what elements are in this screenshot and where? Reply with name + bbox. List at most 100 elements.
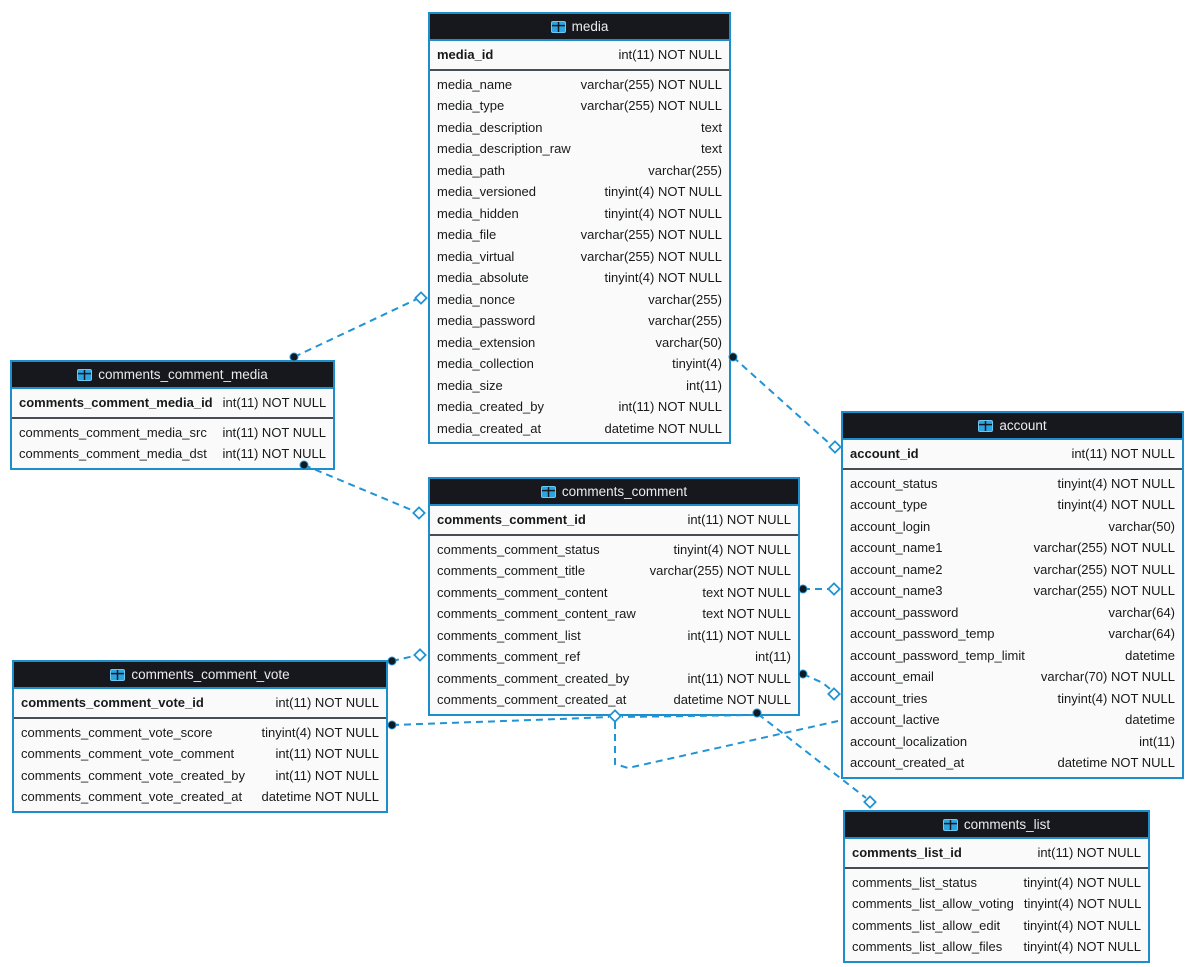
field-row: account_email varchar(70) NOT NULL — [843, 666, 1182, 688]
field-name: media_description — [437, 119, 543, 135]
field-type: tinyint(4) NOT NULL — [1023, 939, 1141, 954]
field-name: comments_comment_vote_id — [21, 695, 204, 710]
entity-table-comments_list[interactable]: comments_list comments_list_id int(11) NOT… — [843, 810, 1150, 963]
field-type: varchar(255) NOT NULL — [649, 563, 791, 578]
table-header-comments_comment[interactable]: comments_comment — [430, 479, 798, 506]
field-row: media_description text — [430, 117, 729, 139]
field-name: media_hidden — [437, 205, 519, 221]
field-name: account_name1 — [850, 540, 943, 555]
field-name: media_absolute — [437, 270, 529, 285]
field-type: varchar(50) — [655, 334, 722, 350]
field-type: int(11) NOT NULL — [275, 695, 379, 710]
cardinality-diamond — [863, 795, 877, 809]
field-type: text — [701, 119, 722, 135]
table-title: comments_comment — [561, 484, 688, 499]
cardinality-dot — [798, 669, 808, 679]
relationship-line-comments_comment-to-account — [802, 673, 831, 690]
field-name: media_type — [437, 98, 505, 113]
field-name: media_versioned — [437, 184, 537, 199]
field-type: int(11) NOT NULL — [1037, 845, 1141, 860]
table-header-comments_list[interactable]: comments_list — [845, 812, 1148, 839]
table-header-comments_comment_vote[interactable]: comments_comment_vote — [14, 662, 386, 689]
field-type: int(11) NOT NULL — [687, 627, 791, 643]
field-type: int(11) NOT NULL — [222, 446, 326, 461]
entity-table-comments_comment_vote[interactable]: comments_comment_vote comments_comment_vo… — [12, 660, 388, 813]
relationship-line-comments_comment_media-to-comments_comment — [303, 464, 415, 512]
field-type: varchar(70) NOT NULL — [1040, 669, 1175, 684]
entity-table-comments_comment_media[interactable]: comments_comment_media comments_comment_m… — [10, 360, 335, 470]
field-type: int(11) NOT NULL — [222, 395, 327, 410]
field-row: media_extension varchar(50) — [430, 332, 729, 354]
relationship-line-comments_comment_vote-to-comments_comment — [391, 655, 415, 662]
field-row: media_size int(11) — [430, 375, 729, 397]
field-type: tinyint(4) NOT NULL — [1057, 475, 1175, 491]
table-icon — [942, 818, 958, 831]
field-row: comments_list_id int(11) NOT NULL — [845, 842, 1148, 864]
field-type: varchar(255) NOT NULL — [580, 248, 722, 264]
field-type: tinyint(4) NOT NULL — [1057, 690, 1175, 706]
field-name: comments_comment_ref — [437, 649, 581, 664]
field-row: comments_comment_content text NOT NULL — [430, 582, 798, 604]
field-type: varchar(64) — [1108, 604, 1175, 620]
field-name: media_created_by — [437, 399, 544, 414]
field-name: comments_comment_content — [437, 584, 608, 600]
field-name: media_name — [437, 76, 513, 92]
field-type: text NOT NULL — [702, 606, 791, 621]
field-name: media_collection — [437, 356, 534, 371]
field-type: text NOT NULL — [702, 584, 791, 600]
field-type: datetime — [1125, 712, 1175, 727]
field-type: int(11) NOT NULL — [687, 670, 791, 686]
field-row: media_type varchar(255) NOT NULL — [430, 95, 729, 117]
table-icon — [540, 485, 556, 498]
field-name: comments_list_status — [852, 874, 977, 890]
table-header-comments_comment_media[interactable]: comments_comment_media — [12, 362, 333, 389]
field-name: comments_list_id — [852, 845, 962, 860]
field-type: int(11) — [755, 649, 791, 664]
table-header-account[interactable]: account — [843, 413, 1182, 440]
field-type: tinyint(4) NOT NULL — [604, 205, 722, 221]
field-name: account_name3 — [850, 583, 943, 598]
relationship-line-comments_comment_vote-to-account — [614, 720, 839, 770]
field-type: datetime NOT NULL — [673, 692, 791, 707]
field-type: int(11) NOT NULL — [618, 47, 722, 62]
field-type: int(11) NOT NULL — [618, 399, 722, 414]
field-type: varchar(255) NOT NULL — [580, 98, 722, 113]
relationship-line-media-to-account — [732, 356, 831, 445]
field-name: media_size — [437, 377, 503, 393]
table-header-media[interactable]: media — [430, 14, 729, 41]
field-row: media_hidden tinyint(4) NOT NULL — [430, 203, 729, 225]
field-type: varchar(255) NOT NULL — [580, 76, 722, 92]
field-name: account_email — [850, 669, 934, 684]
table-title: comments_comment_vote — [131, 667, 290, 682]
field-name: media_virtual — [437, 248, 515, 264]
field-name: comments_comment_created_at — [437, 692, 627, 707]
field-type: int(11) — [686, 377, 722, 393]
field-type: varchar(255) — [648, 291, 722, 307]
field-row: media_name varchar(255) NOT NULL — [430, 74, 729, 96]
table-icon — [110, 668, 126, 681]
field-name: media_extension — [437, 334, 536, 350]
